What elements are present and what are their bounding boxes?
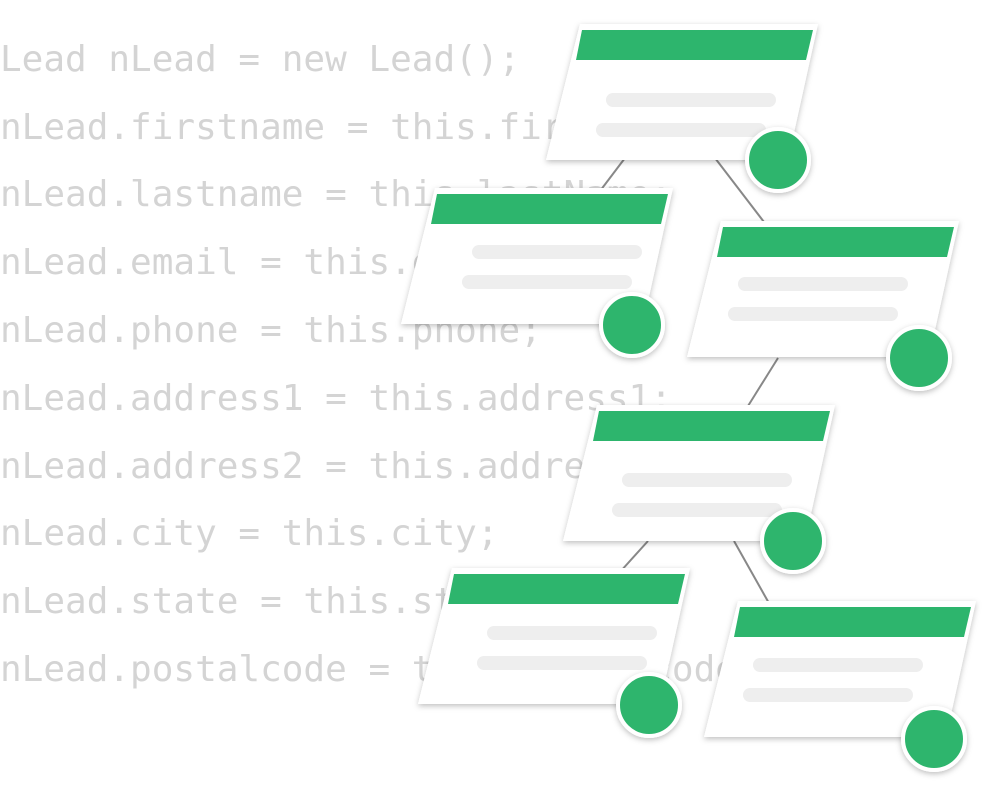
card-content-bar — [728, 307, 898, 321]
card-content-bar — [477, 656, 647, 670]
card-header — [576, 30, 813, 60]
card-content-bar — [487, 626, 657, 640]
status-dot — [616, 672, 682, 738]
card-header — [734, 607, 971, 637]
card-content-bar — [606, 93, 776, 107]
card-header — [448, 574, 685, 604]
connector-line — [619, 540, 649, 573]
status-dot — [901, 706, 967, 772]
code-line: Lead nLead = new Lead(); — [0, 39, 521, 80]
status-dot — [745, 127, 811, 193]
code-line: nLead.city = this.city; — [0, 513, 499, 554]
node-card[interactable] — [418, 568, 690, 738]
node-card[interactable] — [546, 24, 818, 193]
card-header — [717, 227, 954, 257]
card-content-bar — [462, 275, 632, 289]
connector-line — [714, 157, 765, 223]
card-content-bar — [743, 688, 913, 702]
card-content-bar — [738, 277, 908, 291]
card-content-bar — [753, 658, 923, 672]
status-dot — [760, 508, 826, 574]
connector-line — [747, 357, 779, 407]
node-card[interactable] — [401, 188, 673, 358]
status-dot — [599, 292, 665, 358]
code-line: nLead.address1 = this.address1; — [0, 378, 672, 419]
status-dot — [886, 325, 952, 391]
card-content-bar — [596, 123, 766, 137]
card-header — [431, 194, 668, 224]
card-content-bar — [622, 473, 792, 487]
code-line: nLead.phone = this.phone; — [0, 310, 542, 351]
node-card[interactable] — [563, 405, 835, 574]
card-content-bar — [472, 245, 642, 259]
node-card[interactable] — [704, 601, 976, 772]
card-content-bar — [612, 503, 782, 517]
node-card[interactable] — [687, 221, 959, 391]
card-header — [593, 411, 830, 441]
connector-line — [733, 540, 771, 606]
